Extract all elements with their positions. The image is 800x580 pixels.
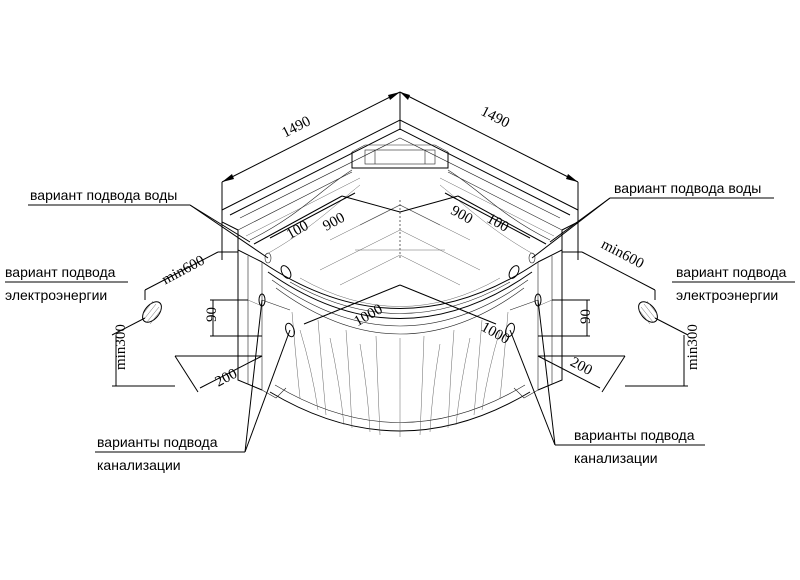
dim-min600-left: min600: [160, 253, 208, 289]
label-power-left-line1: вариант подвода: [5, 264, 116, 280]
front-dimension-lines: [303, 284, 497, 325]
connection-points: [258, 252, 542, 338]
label-drain-left-line2: канализации: [97, 457, 181, 473]
label-power-right-line2: электроэнергии: [676, 287, 778, 303]
callout-leaders: [5, 197, 795, 453]
dim-1490-right: 1490: [478, 104, 512, 132]
label-water-left: вариант подвода воды: [30, 187, 177, 203]
power-socket-right-icon: [638, 300, 658, 325]
inner-dimension-lines: [253, 192, 547, 245]
dim-min300-left: min300: [113, 324, 129, 370]
right-side-dimensions: [537, 251, 689, 393]
dim-min600-right: min600: [598, 236, 646, 272]
label-drain-right-line2: канализации: [574, 450, 658, 466]
label-drain-left-line1: варианты подвода: [97, 434, 218, 450]
label-drain-right-line1: варианты подвода: [574, 427, 695, 443]
bathtub-outline: [221, 119, 579, 437]
dim-1000-left: 1000: [352, 301, 386, 330]
label-water-right: вариант подвода воды: [614, 180, 761, 196]
dim-900-left: 900: [320, 210, 347, 235]
label-power-right-line1: вариант подвода: [676, 264, 787, 280]
dim-200-right: 200: [567, 354, 594, 379]
top-dimension-lines: [221, 91, 579, 260]
label-power-left-line2: электроэнергии: [5, 287, 107, 303]
dim-1490-left: 1490: [279, 113, 313, 141]
dim-min300-right: min300: [685, 324, 701, 370]
left-side-dimensions: [111, 251, 263, 393]
dim-100-left: 100: [284, 218, 311, 243]
dim-90-left: 90: [204, 307, 220, 322]
dim-90-right: 90: [578, 309, 594, 324]
power-socket-left-icon: [142, 300, 162, 325]
